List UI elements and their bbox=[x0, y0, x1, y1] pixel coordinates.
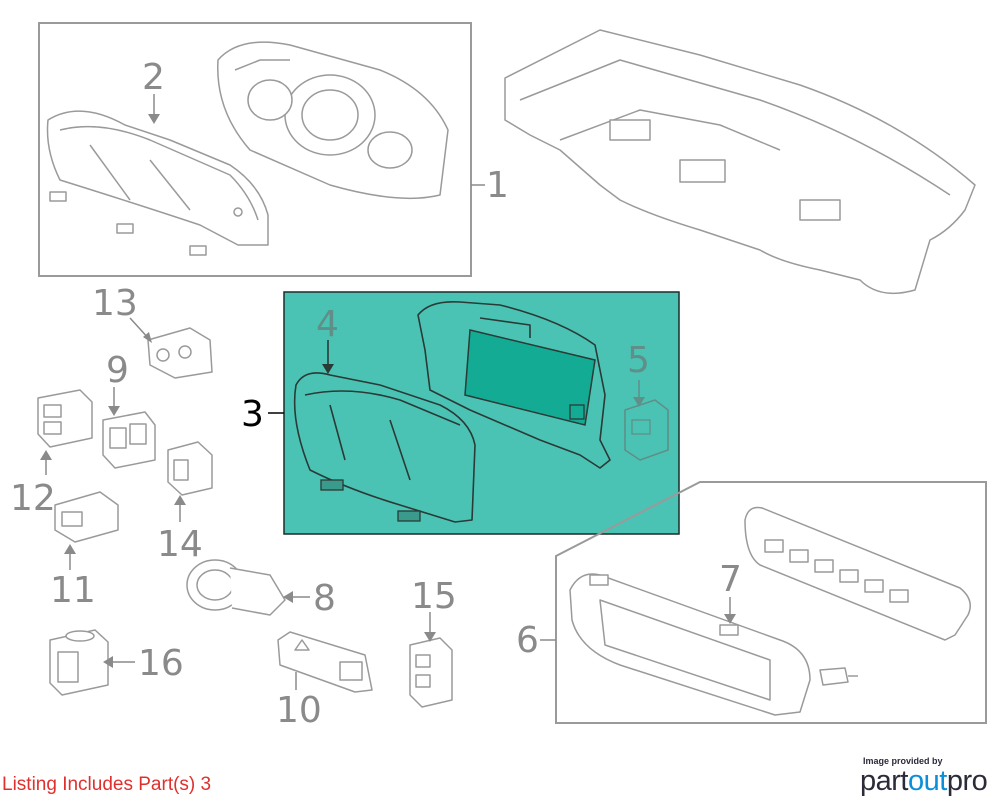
part-7-control-panel[interactable] bbox=[724, 506, 971, 641]
part-8-knob[interactable] bbox=[186, 559, 310, 616]
group-box-6 bbox=[555, 481, 987, 724]
callout-1: 1 bbox=[486, 165, 509, 206]
part-14-switch[interactable] bbox=[167, 441, 213, 522]
callout-13: 13 bbox=[92, 283, 138, 324]
highlight-box-3[interactable] bbox=[283, 291, 680, 535]
callout-11: 11 bbox=[50, 570, 96, 611]
partoutpro-logo: partoutpro bbox=[860, 765, 988, 798]
group-box-1 bbox=[38, 22, 472, 277]
dashboard-outline bbox=[504, 29, 976, 295]
callout-7: 7 bbox=[719, 559, 742, 600]
logo-out: out bbox=[907, 765, 947, 797]
part-1-meter-case[interactable] bbox=[217, 41, 449, 200]
callout-16: 16 bbox=[138, 643, 184, 684]
callout-15: 15 bbox=[411, 576, 457, 617]
callout-3: 3 bbox=[241, 394, 264, 435]
part-6-display-bezel[interactable] bbox=[569, 573, 858, 716]
part-2-meter-lens[interactable] bbox=[46, 94, 269, 256]
callout-9: 9 bbox=[106, 350, 129, 391]
part-13-switch[interactable] bbox=[129, 317, 213, 379]
callout-2: 2 bbox=[142, 57, 165, 98]
logo-part: part bbox=[860, 765, 908, 797]
callout-8: 8 bbox=[313, 578, 336, 619]
callout-14: 14 bbox=[157, 524, 203, 565]
part-11-switch[interactable] bbox=[54, 491, 119, 570]
callout-4: 4 bbox=[316, 304, 339, 345]
callout-10: 10 bbox=[276, 690, 322, 731]
listing-includes-text: Listing Includes Part(s) 3 bbox=[2, 774, 212, 795]
image-provided-by-text: Image provided by bbox=[863, 756, 943, 766]
part-15-switch[interactable] bbox=[409, 612, 453, 708]
part-12-switch[interactable] bbox=[37, 389, 93, 475]
part-9-switch[interactable] bbox=[102, 387, 156, 469]
callout-12: 12 bbox=[10, 478, 56, 519]
part-10-switch-panel[interactable] bbox=[277, 631, 373, 693]
callout-5: 5 bbox=[627, 340, 650, 381]
logo-pro: pro bbox=[946, 765, 988, 797]
callout-6: 6 bbox=[516, 620, 539, 661]
part-16-switch[interactable] bbox=[49, 629, 135, 696]
